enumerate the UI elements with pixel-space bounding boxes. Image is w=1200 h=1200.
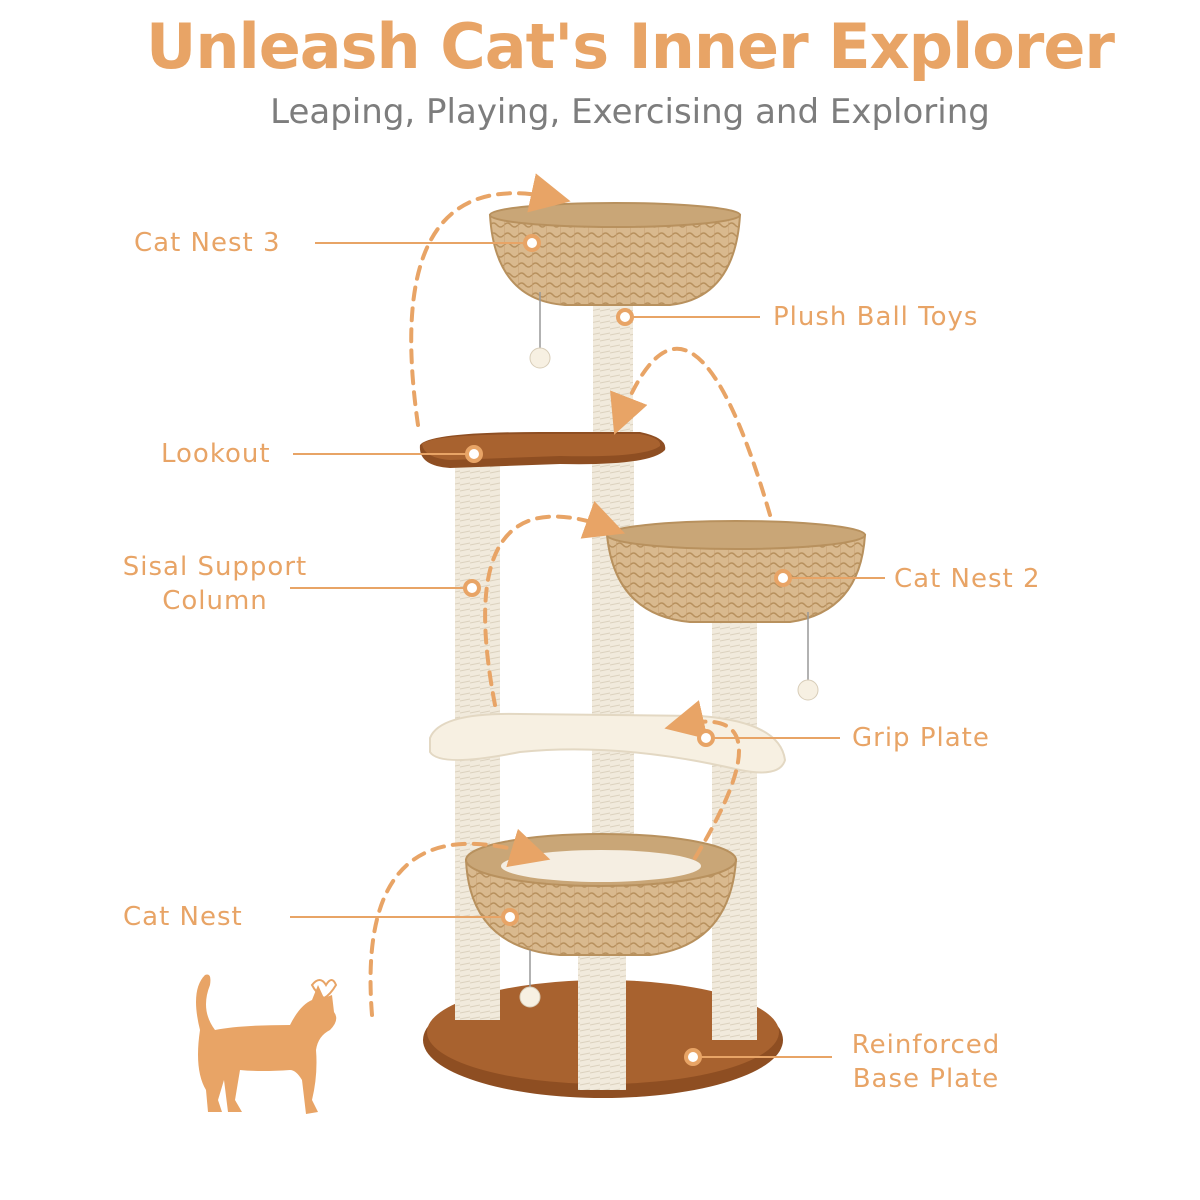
cat-nest-2-basket xyxy=(605,520,867,623)
leader-lines xyxy=(290,242,885,1058)
label-cat-nest-3: Cat Nest 3 xyxy=(134,228,281,258)
label-base-line1: Reinforced xyxy=(851,1030,1001,1060)
jump-arrows xyxy=(368,173,772,1017)
label-sisal-line2: Column xyxy=(162,586,268,616)
heart-icon xyxy=(310,979,338,1000)
leader-dots xyxy=(463,234,792,1066)
cat-nest-3-basket xyxy=(488,202,742,306)
label-sisal-support-column: Sisal Support Column xyxy=(110,550,320,618)
page-title: Unleash Cat's Inner Explorer xyxy=(145,10,1115,83)
label-cat-nest: Cat Nest xyxy=(123,902,243,932)
sisal-columns xyxy=(455,283,757,1090)
label-plush-ball-toys: Plush Ball Toys xyxy=(773,302,979,332)
label-lookout: Lookout xyxy=(161,439,271,469)
cat-nest-basket xyxy=(464,833,738,956)
cat-silhouette xyxy=(196,974,338,1114)
plush-ball-toys xyxy=(519,292,819,1008)
label-grip-plate: Grip Plate xyxy=(852,723,990,753)
label-sisal-line1: Sisal Support xyxy=(122,552,308,582)
page-subtitle: Leaping, Playing, Exercising and Explori… xyxy=(270,92,990,132)
label-base-line2: Base Plate xyxy=(852,1064,1000,1094)
label-cat-nest-2: Cat Nest 2 xyxy=(894,564,1041,594)
label-reinforced-base-plate: Reinforced Base Plate xyxy=(836,1028,1016,1096)
